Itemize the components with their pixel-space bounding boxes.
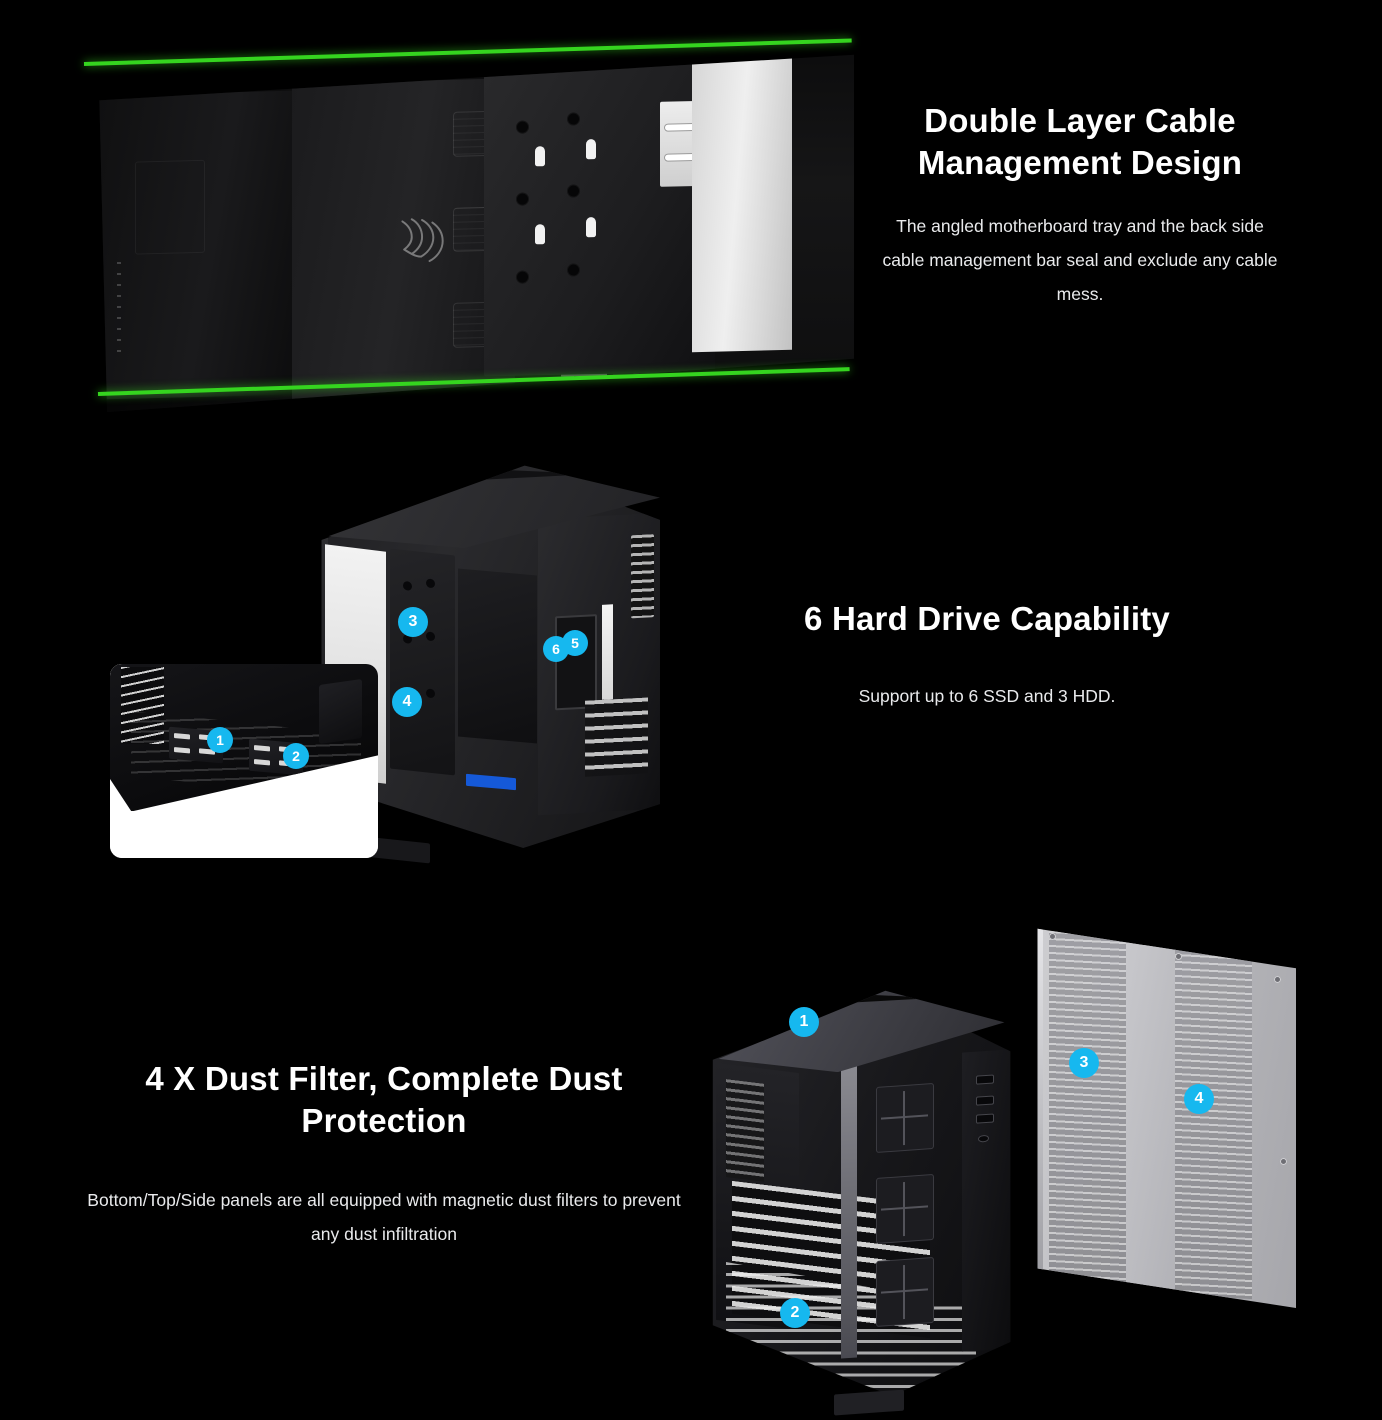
hdd-cage xyxy=(554,613,597,711)
case-frame-photo xyxy=(700,985,1020,1415)
usb-cutout-icon xyxy=(976,1113,995,1124)
fan-mount-icon xyxy=(876,1256,934,1328)
section-title: Double Layer Cable Management Design xyxy=(917,102,1243,182)
audio-jack-icon xyxy=(978,1134,990,1143)
tempered-glass-panel xyxy=(99,90,300,400)
callout-badge-4[interactable]: 4 xyxy=(1184,1084,1214,1114)
case-foot xyxy=(834,1389,905,1415)
drive-bay-case-photo xyxy=(300,452,660,864)
metal-side-tray xyxy=(692,54,793,353)
callout-badge-4[interactable]: 4 xyxy=(392,687,422,717)
callout-badge-1[interactable]: 1 xyxy=(207,727,233,753)
motherboard-tray xyxy=(390,548,455,776)
rear-vent-icon xyxy=(725,1079,765,1183)
callout-badge-3[interactable]: 3 xyxy=(398,607,428,637)
razer-logo-icon xyxy=(401,218,445,263)
rear-vent-icon xyxy=(630,533,654,618)
radiator-fins xyxy=(120,666,164,744)
usb-cutout-icon xyxy=(976,1095,995,1106)
cable-management-text-block: Double Layer Cable Management Design The… xyxy=(880,100,1280,311)
glass-detail xyxy=(117,261,122,354)
callout-badge-2[interactable]: 2 xyxy=(283,743,309,769)
motherboard-tray xyxy=(484,54,716,377)
io-cutout-icon xyxy=(976,1074,995,1085)
panel-solid-area xyxy=(1125,935,1175,1294)
pci-slot-covers xyxy=(584,696,648,778)
psu-shroud xyxy=(458,568,538,744)
panel-frame-edge xyxy=(1037,928,1043,1273)
dust-filter-panel-photo xyxy=(1032,913,1307,1308)
center-rail xyxy=(840,1050,857,1360)
fan-mount-icon xyxy=(876,1173,934,1245)
usb-header-icon xyxy=(465,773,516,791)
callout-badge-3[interactable]: 3 xyxy=(1069,1048,1099,1078)
dust-filter-text-block: 4 X Dust Filter, Complete Dust Protectio… xyxy=(78,1058,690,1252)
section-description: Support up to 6 SSD and 3 HDD. xyxy=(858,686,1116,707)
callout-badge-6[interactable]: 6 xyxy=(543,636,569,662)
case-interior-panel xyxy=(291,78,516,404)
magnetic-dust-filter-mesh xyxy=(1175,946,1252,1299)
hard-drive-text-block: 6 Hard Drive Capability Support up to 6 … xyxy=(762,598,1212,714)
callout-badge-2[interactable]: 2 xyxy=(780,1298,810,1328)
callout-badge-1[interactable]: 1 xyxy=(789,1007,819,1037)
section-description: Bottom/Top/Side panels are all equipped … xyxy=(87,1190,681,1245)
section-title: 6 Hard Drive Capability xyxy=(804,600,1170,637)
section-description: The angled motherboard tray and the back… xyxy=(882,216,1278,304)
drive-bracket xyxy=(319,678,362,744)
case-rear-panel xyxy=(537,512,660,816)
case-front-edge xyxy=(962,1049,1011,1352)
drive-bay-inset-photo xyxy=(110,664,378,858)
fan-mount-icon xyxy=(876,1082,934,1153)
cable-management-photo xyxy=(84,32,854,412)
section-title: 4 X Dust Filter, Complete Dust Protectio… xyxy=(145,1060,623,1140)
magnetic-dust-filter-mesh xyxy=(1048,930,1126,1283)
white-reflection-strip xyxy=(601,604,613,700)
